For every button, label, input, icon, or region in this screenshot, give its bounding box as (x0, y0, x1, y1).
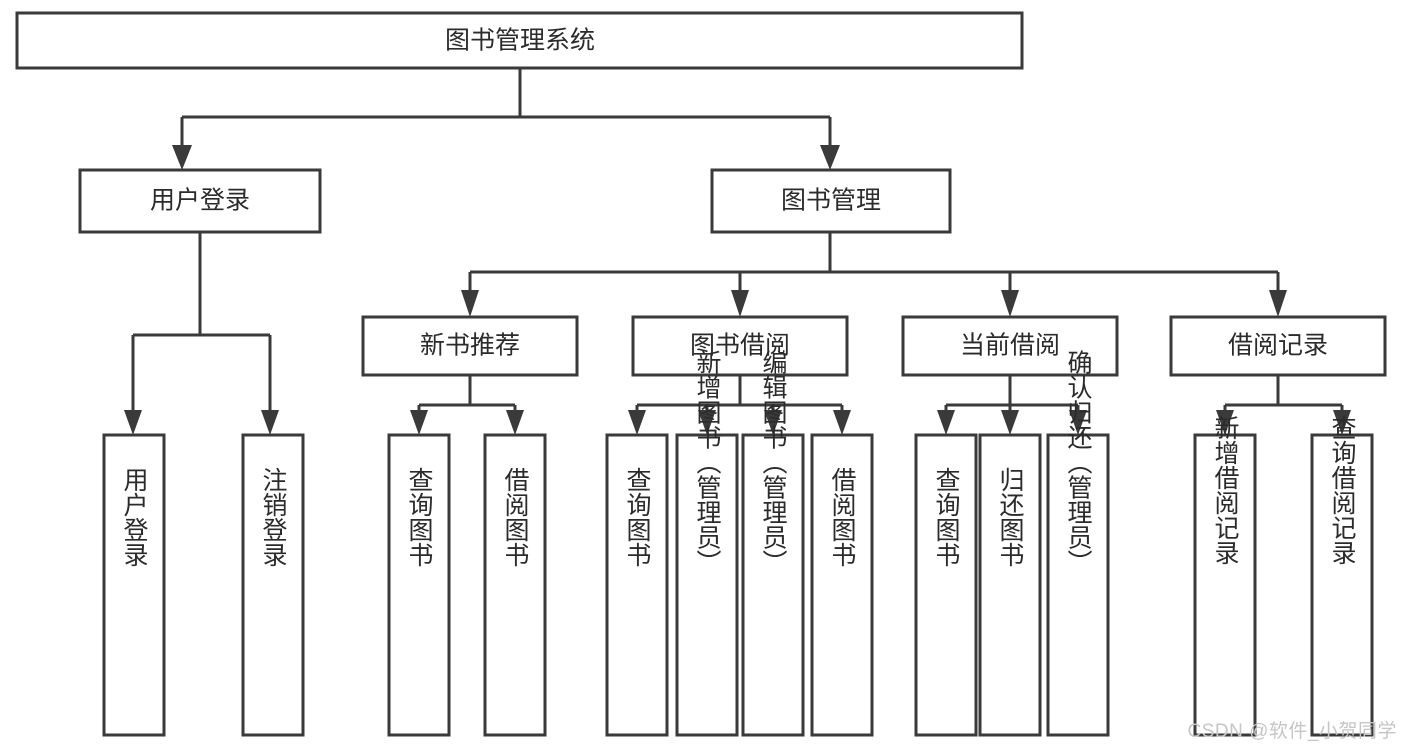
arrow-head-leaf-8 (833, 410, 851, 435)
node-book-borrow[interactable]: 图书借阅 (631, 315, 849, 377)
leaf-box-2[interactable] (241, 433, 305, 737)
leaf-label-4: 借阅图书 (501, 467, 530, 567)
leaf-box-11[interactable] (1046, 433, 1110, 737)
node-root-label: 图书管理系统 (445, 27, 595, 55)
arrow-head-leaf-6 (698, 410, 716, 435)
node-root-box[interactable] (15, 11, 1024, 70)
node-new-book-recommend-label: 新书推荐 (420, 332, 520, 360)
leaf-label-5: 查询图书 (623, 467, 652, 567)
connector-group-new-book (410, 375, 524, 435)
leaf-box-3[interactable] (387, 433, 451, 737)
node-user-login-label: 用户登录 (150, 187, 250, 215)
leaf-label-2: 注销登录 (259, 467, 288, 567)
arrow-head-leaf-7 (764, 410, 782, 435)
node-current-borrow-box[interactable] (901, 315, 1119, 377)
node-user-login-box[interactable] (78, 168, 322, 234)
node-root[interactable]: 图书管理系统 (15, 11, 1024, 70)
leaf-box-4[interactable] (483, 433, 547, 737)
leaf-node[interactable]: 查询图书 (605, 433, 669, 737)
node-current-borrow-label: 当前借阅 (960, 332, 1060, 360)
node-current-borrow[interactable]: 当前借阅 (901, 315, 1119, 377)
node-book-management-box[interactable] (710, 168, 952, 234)
leaf-label-8: 借阅图书 (828, 467, 857, 567)
leaf-label-7: 编辑图书（管理员） (759, 350, 788, 575)
arrow-head-leaf-2 (261, 410, 279, 435)
arrow-head-borrow-record (1269, 290, 1287, 317)
arrow-head-current-borrow (1001, 290, 1019, 317)
node-book-borrow-label: 图书借阅 (690, 332, 790, 360)
connector-group-book-mgmt (461, 232, 1287, 317)
leaf-box-13[interactable] (1310, 433, 1374, 737)
leaf-label-9: 查询图书 (932, 467, 961, 567)
leaf-box-8[interactable] (810, 433, 874, 737)
leaf-node[interactable]: 查询图书 (387, 433, 451, 737)
node-book-borrow-box[interactable] (631, 315, 849, 377)
arrow-head-borrow-book (731, 290, 749, 317)
arrow-head-leaf-1 (124, 410, 142, 435)
node-borrow-record-label: 借阅记录 (1228, 332, 1328, 360)
leaf-node[interactable]: 借阅图书 (810, 433, 874, 737)
leaf-box-10[interactable] (978, 433, 1042, 737)
node-user-login[interactable]: 用户登录 (78, 168, 322, 234)
leaf-label-1: 用户登录 (120, 467, 149, 567)
leaf-box-1[interactable] (102, 433, 166, 737)
arrow-head-leaf-13 (1333, 410, 1351, 435)
leaf-node[interactable]: 确认归还（管理员） (1046, 350, 1110, 737)
connector-group-borrow-book (628, 375, 851, 435)
node-book-management-label: 图书管理 (781, 187, 881, 215)
connector-group-root (172, 68, 840, 170)
node-new-book-recommend-box[interactable] (361, 315, 579, 377)
arrow-head-leaf-4 (506, 410, 524, 435)
node-new-book-recommend[interactable]: 新书推荐 (361, 315, 579, 377)
arrow-head-user-login (172, 145, 192, 170)
node-borrow-record[interactable]: 借阅记录 (1169, 315, 1387, 377)
leaf-box-5[interactable] (605, 433, 669, 737)
connector-group-borrow-record (1216, 375, 1351, 435)
connector-group-user-login (124, 232, 279, 435)
arrow-head-leaf-9 (937, 410, 955, 435)
arrow-head-leaf-12 (1216, 410, 1234, 435)
leaf-label-13: 查询借阅记录 (1328, 415, 1357, 565)
connector-group-current-borrow (937, 375, 1087, 435)
leaf-node[interactable]: 查询借阅记录 (1310, 415, 1374, 737)
leaf-label-11: 确认归还（管理员） (1064, 350, 1093, 575)
node-book-management[interactable]: 图书管理 (710, 168, 952, 234)
arrow-head-leaf-11 (1069, 410, 1087, 435)
arrow-head-book-mgmt (820, 145, 840, 170)
leaf-label-12: 新增借阅记录 (1211, 415, 1240, 565)
leaf-box-9[interactable] (914, 433, 978, 737)
arrow-head-leaf-5 (628, 410, 646, 435)
leaf-box-12[interactable] (1193, 433, 1257, 737)
leaf-box-7[interactable] (741, 433, 805, 737)
leaf-node[interactable]: 注销登录 (241, 433, 305, 737)
leaf-label-6: 新增图书（管理员） (693, 350, 722, 575)
leaf-box-6[interactable] (675, 433, 739, 737)
leaf-label-3: 查询图书 (405, 467, 434, 567)
leaf-node[interactable]: 新增借阅记录 (1193, 415, 1257, 737)
leaf-node[interactable]: 查询图书 (914, 433, 978, 737)
node-borrow-record-box[interactable] (1169, 315, 1387, 377)
leaf-label-10: 归还图书 (996, 467, 1025, 567)
leaf-node[interactable]: 借阅图书 (483, 433, 547, 737)
leaf-node[interactable]: 编辑图书（管理员） (741, 350, 805, 737)
watermark: CSDN @软件_小贺同学 (1187, 721, 1397, 742)
arrow-head-leaf-10 (1001, 410, 1019, 435)
leaf-node[interactable]: 归还图书 (978, 433, 1042, 737)
arrow-head-leaf-3 (410, 410, 428, 435)
leaf-node[interactable]: 新增图书（管理员） (675, 350, 739, 737)
arrow-head-new-book (461, 290, 479, 317)
leaf-node[interactable]: 用户登录 (102, 433, 166, 737)
